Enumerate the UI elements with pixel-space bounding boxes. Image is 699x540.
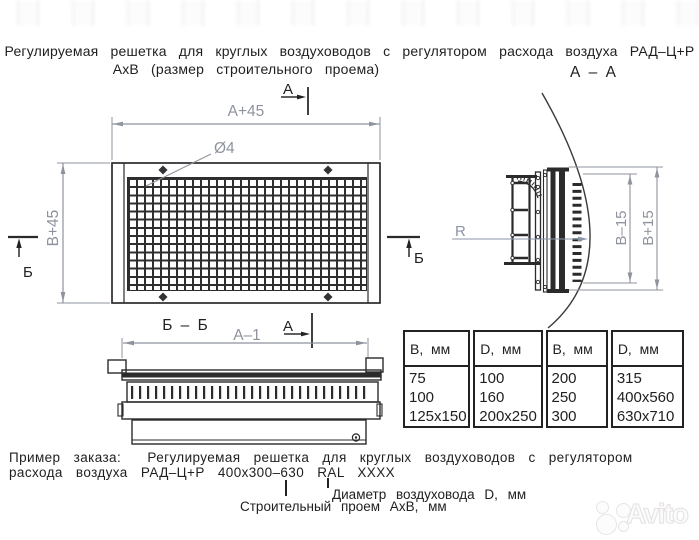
avito-watermark: Avito: [578, 496, 698, 538]
section-b-label-left: Б: [23, 264, 33, 281]
table-header: D, мм: [612, 332, 682, 367]
order-example-line1: Пример заказа: Регулируемая решетка для …: [9, 450, 633, 465]
dim-b45-label: В+45: [45, 210, 62, 247]
front-view-frame: [111, 162, 381, 304]
front-view-and-bb-section-drawing: А+45 Ø4 В+45 Б Б А Б – Б А: [8, 81, 424, 445]
duct-wall-curve: [541, 92, 591, 329]
dim-a-minus-1: А–1: [121, 327, 369, 358]
section-a-marker-bottom: А: [283, 313, 313, 348]
table-header: В, мм: [547, 332, 606, 367]
section-aa-drawing: В–15 В+15 R: [452, 92, 663, 329]
section-bb-view: [107, 357, 384, 445]
dim-b-plus-45: В+45: [45, 162, 110, 304]
dim-b-plus-15: В+15: [640, 167, 660, 290]
grille-mesh: [127, 177, 367, 291]
section-a-label-bottom: А: [283, 318, 293, 335]
photo-top-blur-strip: [0, 0, 699, 26]
callout-duct-diameter: Диаметр воздуховода D, мм: [332, 487, 527, 502]
section-aa-title: А – А: [570, 64, 618, 81]
hole-diameter-label: Ø4: [214, 140, 235, 157]
order-example-line2: расхода воздуха РАД–Ц+Р 400х300–630 RAL …: [9, 465, 396, 480]
callout-tick-opening: [285, 480, 287, 496]
radius-leader: R: [452, 223, 588, 242]
extension-lines: [569, 166, 663, 291]
section-b-marker-right: Б: [387, 235, 424, 267]
dim-b-minus-15: В–15: [613, 174, 633, 283]
table-header: В, мм: [405, 332, 469, 367]
drawing-title-line1: Регулируемая решетка для круглых воздухо…: [4, 43, 695, 59]
screw-icons: [158, 165, 333, 302]
dim-a-plus-45: А+45: [111, 103, 381, 160]
table-header: D, мм: [475, 332, 541, 367]
radius-label: R: [455, 223, 466, 240]
mounting-frame: [534, 169, 548, 293]
dim-b-minus-15-label: В–15: [613, 210, 630, 245]
dim-b-plus-15-label: В+15: [640, 210, 657, 245]
dim-a45-label: А+45: [228, 103, 265, 120]
section-b-marker-left: Б: [8, 235, 38, 281]
grille-face-section: [547, 167, 582, 293]
dim-a1-label: А–1: [233, 327, 261, 344]
avito-watermark-text: Avito: [625, 497, 689, 529]
flow-regulator: [504, 175, 543, 265]
adjustment-sector: [517, 180, 539, 199]
hole-diameter-callout: Ø4: [145, 140, 235, 187]
callout-tick-diameter: [327, 478, 329, 488]
section-b-label-right: Б: [414, 250, 424, 267]
avito-logo-icon: [596, 514, 617, 535]
section-bb-title: Б – Б: [162, 317, 210, 334]
callout-building-opening: Строительный проем АхВ, мм: [240, 499, 447, 514]
section-a-marker-top: А: [281, 81, 309, 115]
section-a-label-top: А: [283, 81, 293, 98]
drawing-title-line2: АхВ (размер строительного проема): [112, 61, 380, 77]
